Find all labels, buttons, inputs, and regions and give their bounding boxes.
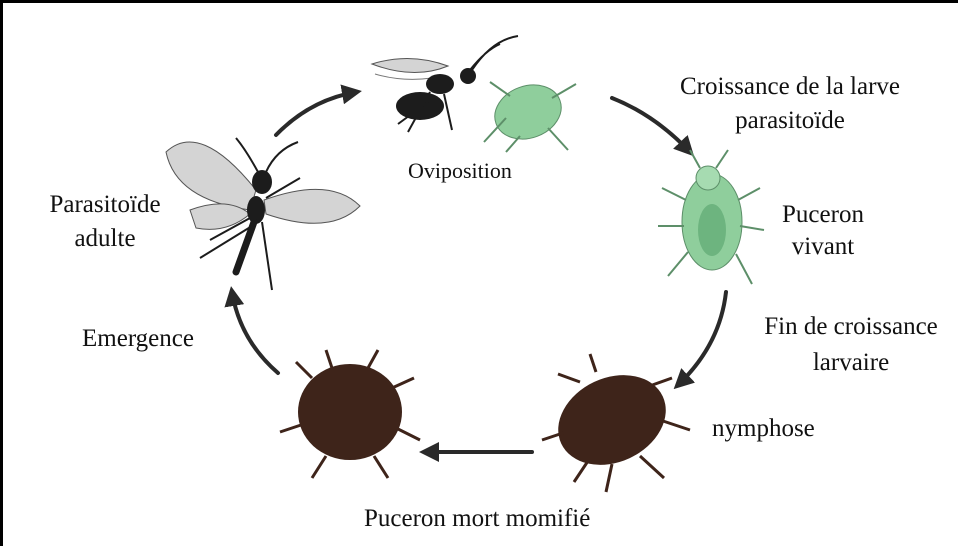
label-emergence: Emergence [82, 324, 194, 354]
dead-mummy-illustration [280, 350, 420, 478]
label-adult-parasitoid: Parasitoïde adulte [30, 190, 180, 254]
label-end-larval-growth-line2: larvaire [744, 348, 958, 378]
label-live-aphid: Puceron vivant [768, 200, 878, 262]
label-adult-parasitoid-line2: adulte [30, 224, 180, 254]
label-end-larval-growth: Fin de croissance larvaire [744, 312, 958, 378]
label-larva-growth-line1: Croissance de la larve [640, 72, 940, 102]
live-aphid-illustration [658, 150, 764, 284]
arrow-adult-to-oviposition [276, 92, 356, 135]
nymphose-mummy-illustration [542, 354, 690, 492]
label-live-aphid-line1: Puceron [768, 200, 878, 230]
label-larva-growth-line2: parasitoïde [640, 106, 940, 136]
label-nymphose: nymphose [712, 414, 815, 444]
adult-wasp-illustration [166, 138, 360, 290]
label-adult-parasitoid-line1: Parasitoïde [30, 190, 180, 220]
label-oviposition: Oviposition [408, 156, 512, 186]
label-live-aphid-line2: vivant [768, 232, 878, 262]
oviposition-aphid-illustration [484, 76, 576, 152]
label-end-larval-growth-line1: Fin de croissance [744, 312, 958, 342]
label-larva-growth: Croissance de la larve parasitoïde [640, 72, 940, 136]
arrow-live-to-nymphose [678, 292, 726, 385]
arrow-mummy-to-adult [232, 292, 278, 373]
label-dead-mummified-aphid: Puceron mort momifié [364, 504, 590, 534]
